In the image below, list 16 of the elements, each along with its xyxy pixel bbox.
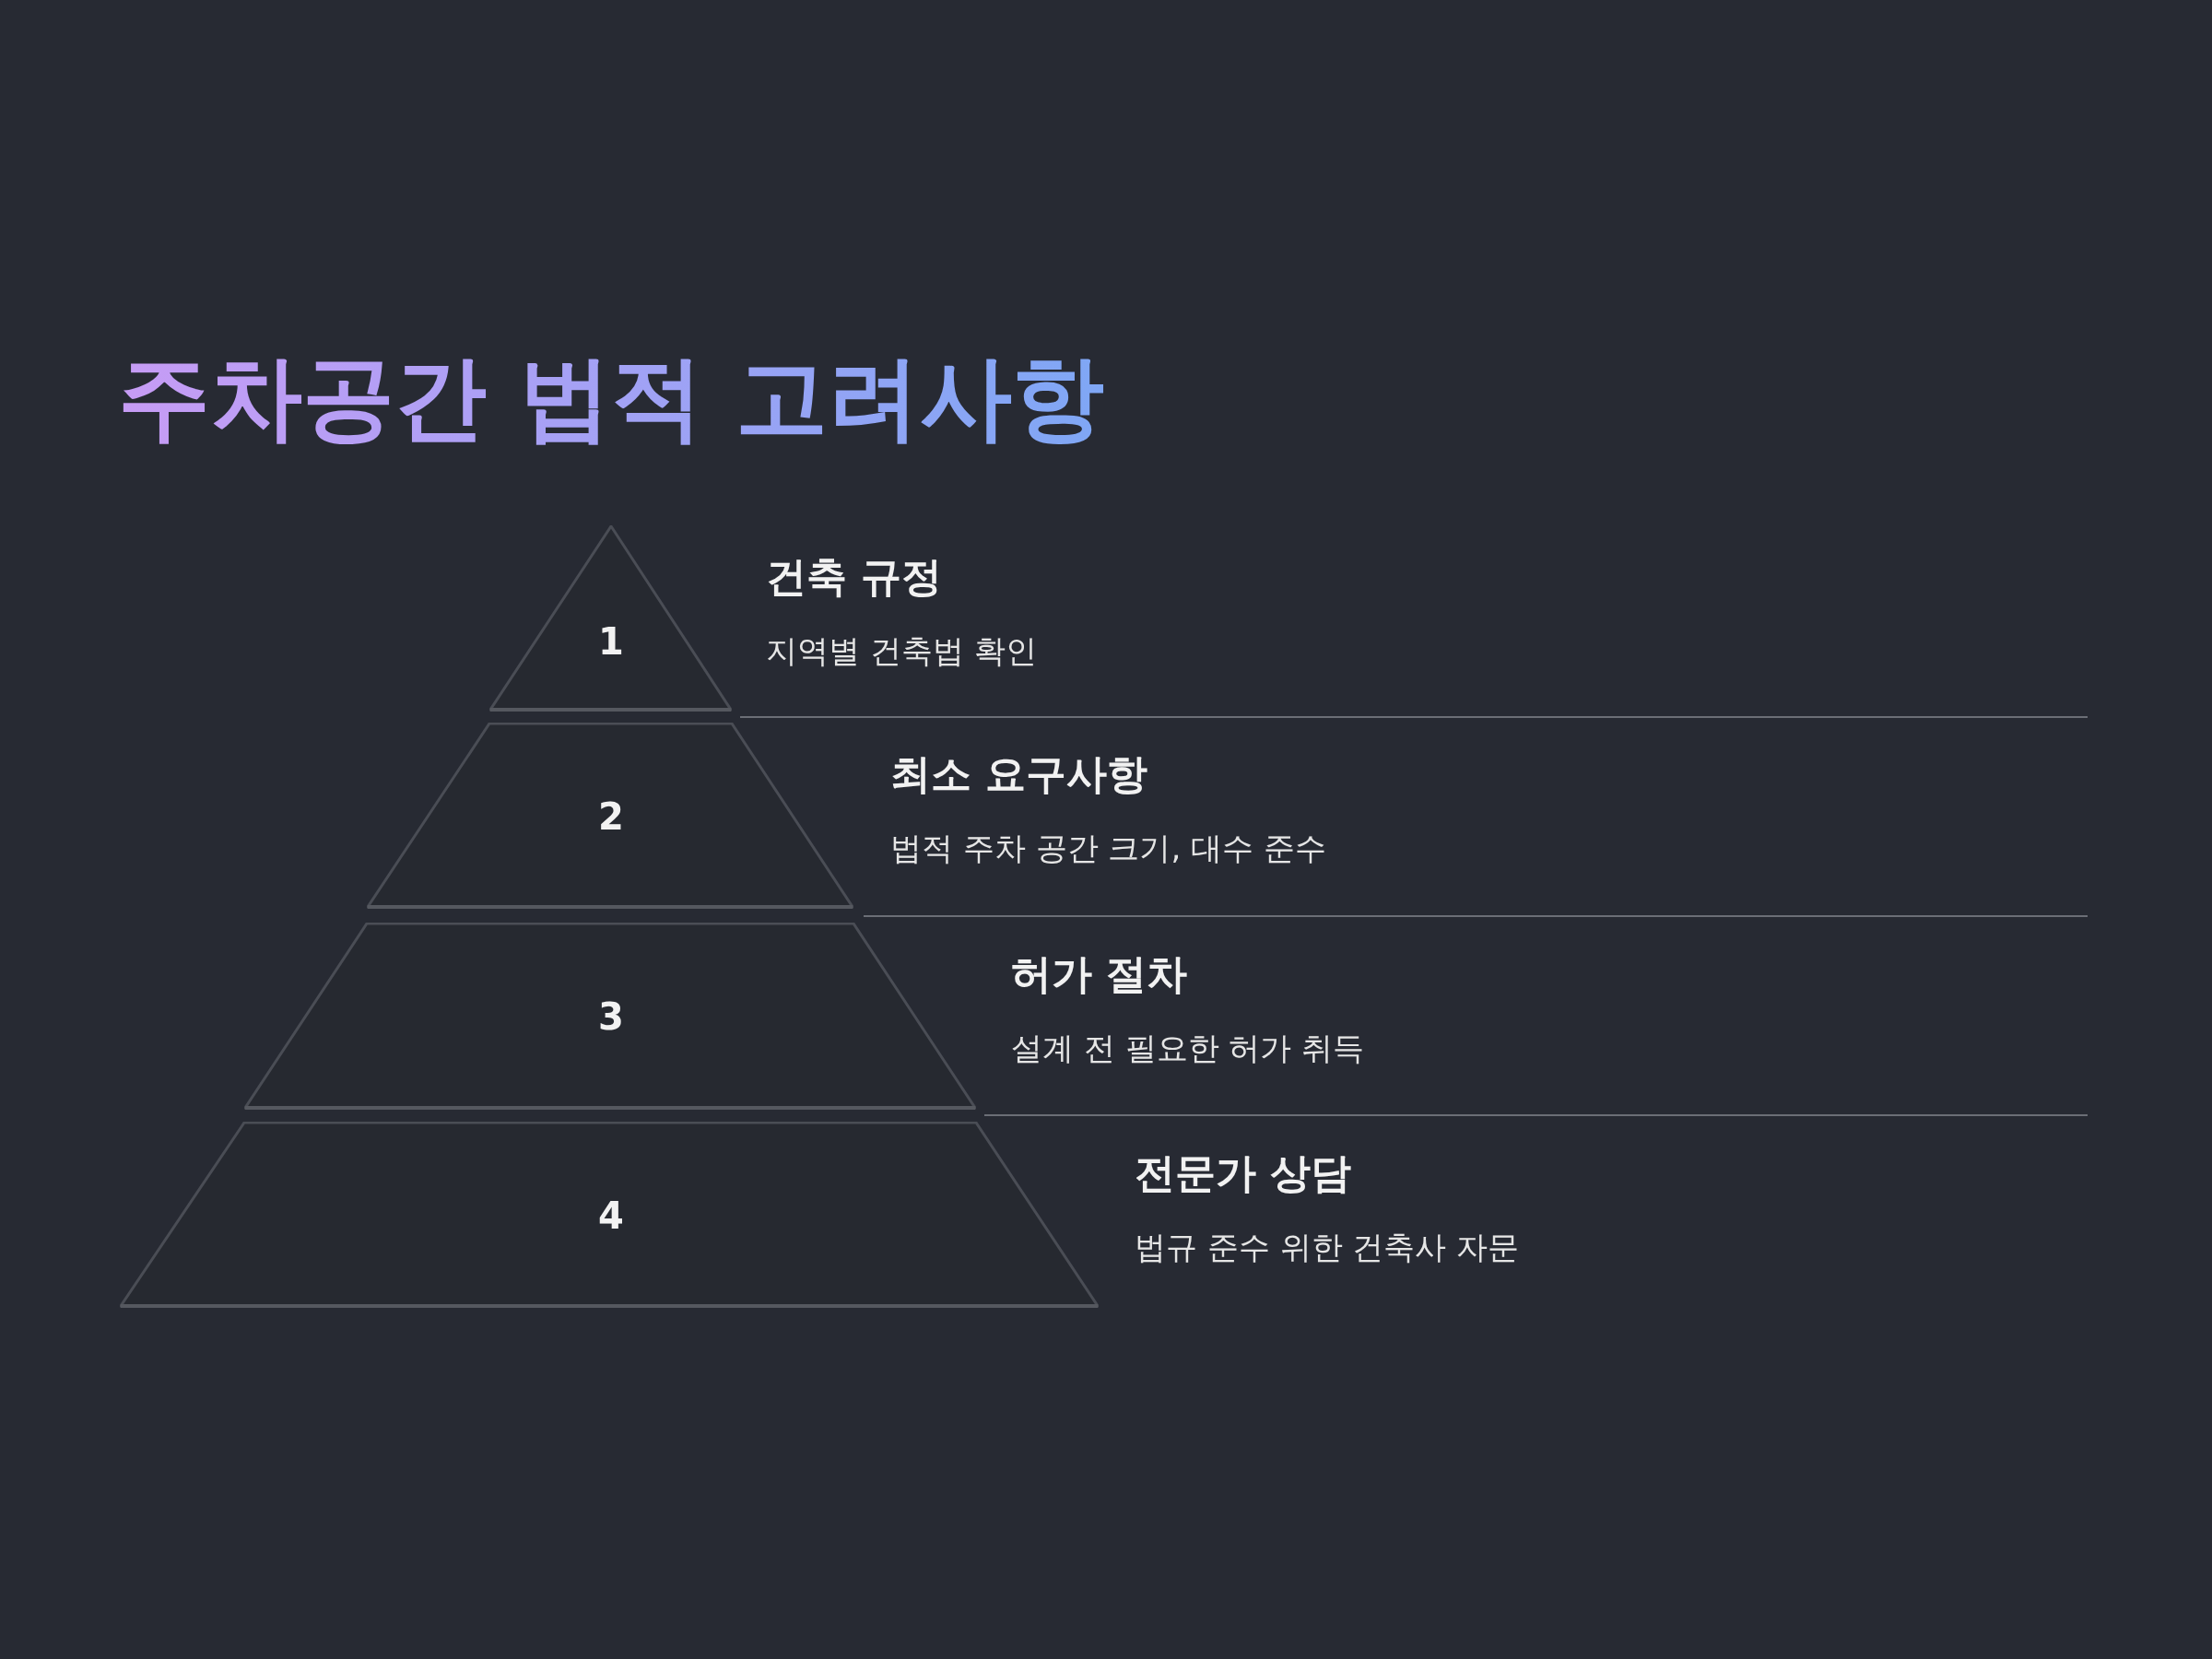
step-heading: 최소 요구사항 [890, 750, 1148, 799]
pyramid-tier [244, 923, 976, 1111]
pyramid-tier [489, 525, 732, 712]
pyramid-tier [120, 1122, 1099, 1309]
tier-number: 4 [598, 1196, 624, 1234]
step-description: 설계 전 필요한 허가 취득 [1011, 1030, 1365, 1067]
step-description: 법적 주차 공간 크기, 대수 준수 [890, 830, 1326, 867]
step-description: 지역별 건축법 확인 [766, 632, 1037, 670]
pyramid-tier [367, 723, 853, 910]
step-heading: 전문가 상담 [1135, 1149, 1352, 1198]
tier-number: 1 [598, 623, 624, 660]
step-heading: 건축 규정 [766, 553, 943, 602]
step-description: 법규 준수 위한 건축사 자문 [1135, 1229, 1520, 1266]
tier-number: 3 [598, 998, 624, 1035]
tier-number: 2 [598, 797, 624, 835]
step-heading: 허가 절차 [1011, 950, 1188, 999]
